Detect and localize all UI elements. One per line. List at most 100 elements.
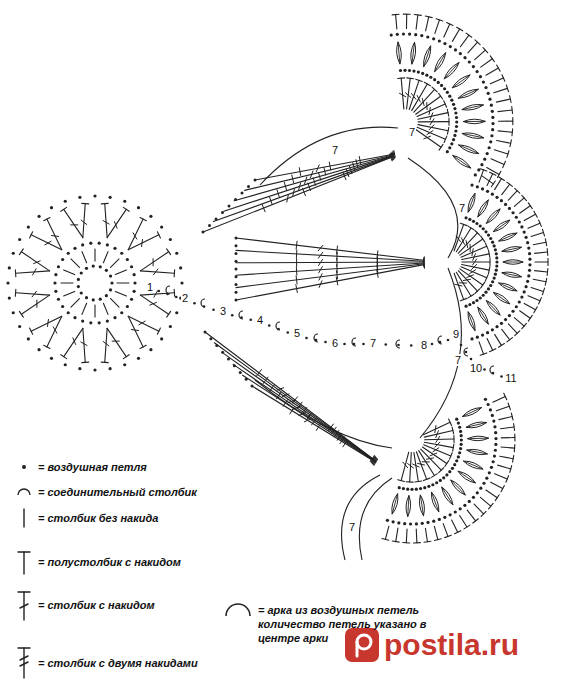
chain-dot [454,129,457,132]
chain-dot [123,363,126,366]
stitch-line [401,452,409,480]
chain-dot [193,302,196,305]
stitch-line [422,98,424,105]
chain-dot [235,283,238,286]
stitch-line [310,171,312,178]
stitch-line [480,497,490,506]
chain-dot [487,233,490,236]
stitch-line [453,436,454,443]
chain-dot [8,297,11,300]
chain-dot [490,134,493,137]
arch-count: 7 [348,521,356,533]
stitch-line [542,288,544,295]
stitch-line [467,450,488,454]
stitch-line [460,223,467,225]
stitch-line [498,344,504,348]
stitch-line [511,107,513,114]
chain-dot [446,91,449,94]
stitch-line [497,140,511,143]
stitch-line [82,252,87,263]
chain-dot [92,264,95,267]
stitch-line [425,16,432,18]
chain-dot [406,488,409,491]
stitch-line [507,338,513,342]
stitch-line [473,254,476,261]
chain-dot [495,260,498,263]
chain-arch [260,127,398,185]
stitch-line [443,524,448,537]
stitch-line [427,131,433,135]
chain-dot [493,425,496,428]
stitch-line [30,232,33,238]
chain-dot [483,158,486,161]
stitch-line [21,295,49,314]
slip-stitch [314,334,318,342]
stitch-line [459,282,466,283]
stitch-line [139,321,145,325]
slip-stitch [396,340,400,348]
chain-dot [523,290,526,293]
stitch-line [287,195,289,202]
chain-dot [511,211,514,214]
stitch-line [528,296,540,301]
chain-arch [408,158,458,258]
stitch-line [296,276,297,284]
chain-dot [209,337,212,340]
stitch-line [16,271,50,273]
chain-dot [175,252,178,255]
stitch-line [123,355,129,359]
stitch-line [296,250,297,258]
chain-dot [409,522,412,525]
stitch-line [407,77,414,79]
chain-dot [80,271,83,274]
chain-dot [500,199,503,202]
row-number: 9 [452,328,460,340]
stitch-line [479,342,483,354]
stitch-line [547,268,549,275]
chain-dot [80,291,83,294]
stitch-line [174,289,176,296]
picot-leaf [419,495,424,516]
chain-dot [446,150,449,153]
chain-dot [410,344,413,347]
row-number: 11 [504,372,517,384]
stitch-line [324,167,326,175]
chain-dot [489,408,492,411]
stitch-line [318,245,323,250]
chain-dot [397,521,400,524]
stitch-line [487,174,493,186]
stitch-line [382,538,389,540]
stitch-line [123,207,129,211]
chain-dot [50,357,53,360]
chain-dot [495,264,498,267]
chain-dot [445,473,448,476]
chain-dot [468,500,471,503]
stitch-line [481,282,485,288]
chain-dot [169,325,172,328]
stitch-line [396,15,397,29]
chain-dot [526,241,529,244]
chain-dot [245,378,248,381]
slip-stitch [239,311,243,319]
stitch-line [245,155,394,191]
stitch-line [431,474,437,478]
chain-dot [61,258,64,261]
chain-dot [495,252,498,255]
stitch-line [445,535,452,537]
stitch-line [473,519,479,523]
chain-dot [18,325,21,328]
chain-dot [93,368,96,371]
stitch-line [131,329,138,331]
stitch-line [528,315,532,321]
chain-dot [455,116,458,119]
chain-dot [343,343,346,346]
chain-dot [113,316,116,319]
stitch-line [462,105,483,110]
stitch-line [520,206,531,213]
stitch-line [392,541,399,542]
stitch-line [447,109,448,116]
stitch-line [236,265,424,300]
stitch-line [426,103,427,110]
chain-dot [12,252,15,255]
chain-dot [18,238,21,241]
